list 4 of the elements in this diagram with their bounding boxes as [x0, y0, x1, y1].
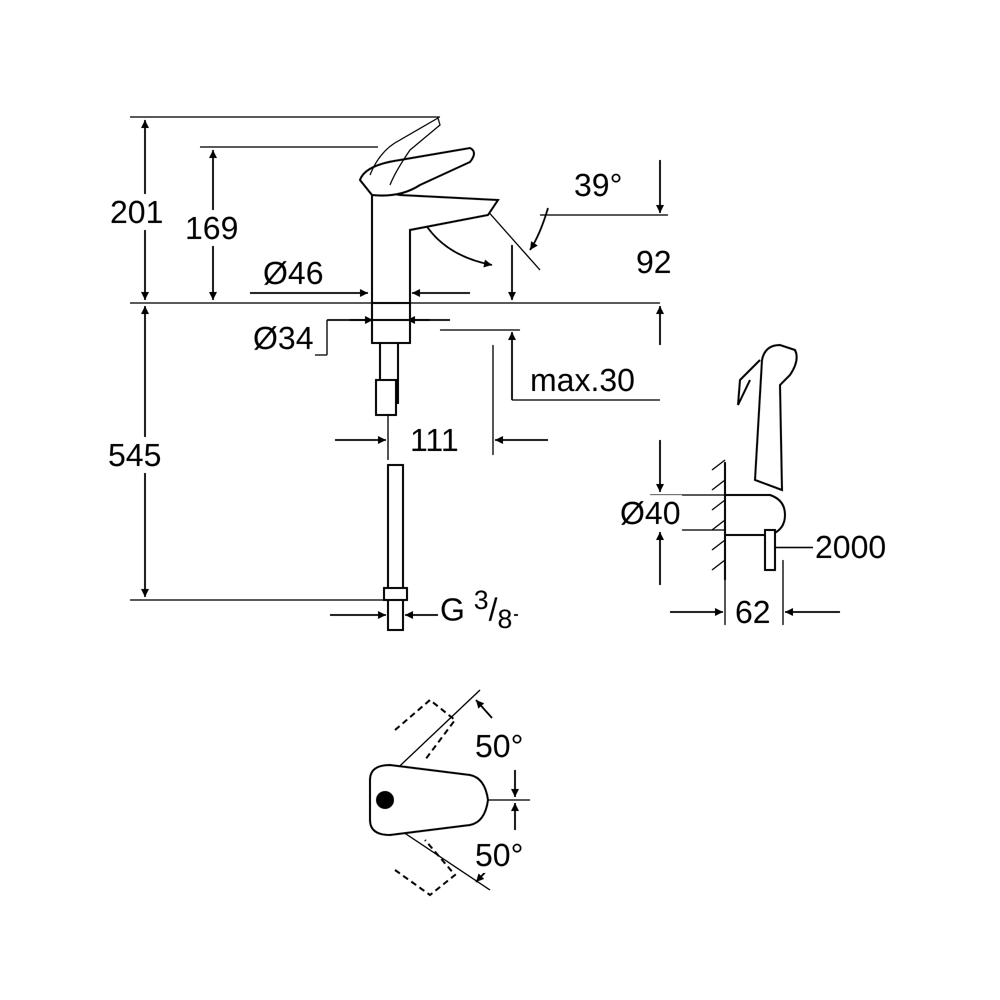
leader-line	[775, 546, 813, 548]
hose-segment	[764, 529, 776, 571]
dimension-label: Ø40	[618, 495, 682, 531]
dimension-label: 545	[106, 437, 164, 473]
